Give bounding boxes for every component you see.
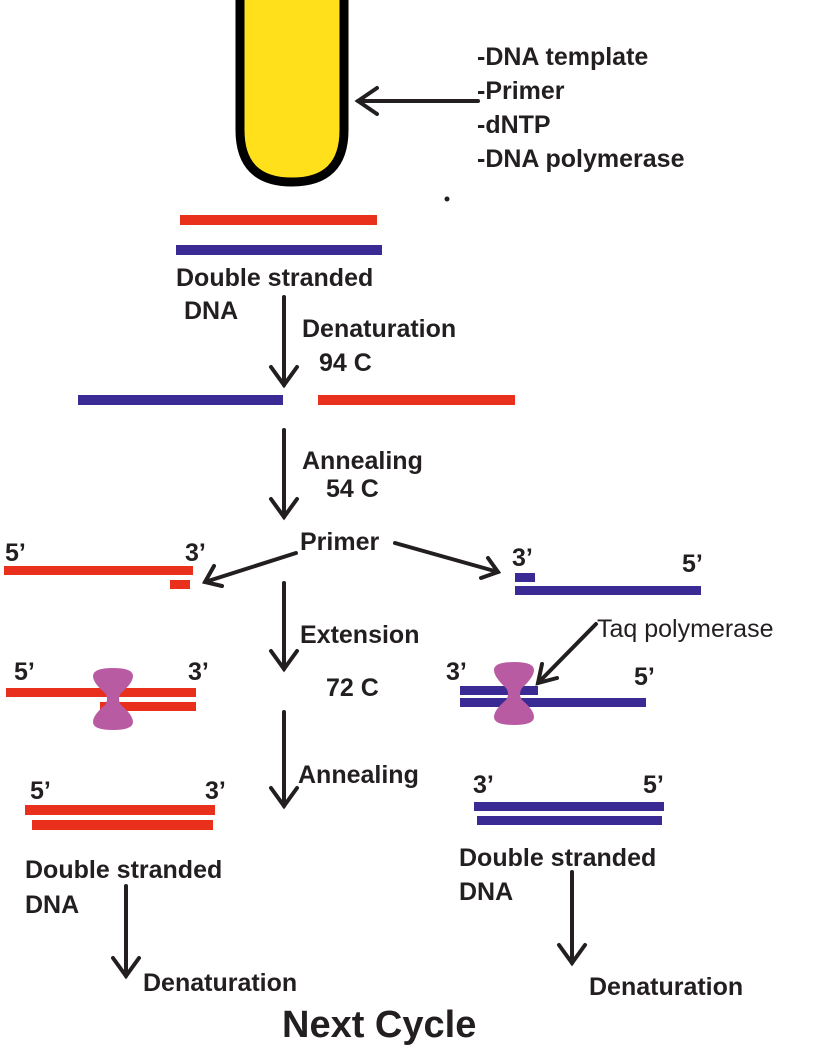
annealed-red-primer	[170, 580, 190, 589]
three-prime-label: 3’	[473, 771, 494, 799]
three-prime-label: 3’	[188, 658, 209, 686]
taq-polymerase-label: Taq polymerase	[597, 615, 774, 643]
double-stranded-left-label: Double stranded	[25, 856, 223, 884]
polymerase-left	[93, 668, 133, 730]
taq-arrow	[535, 622, 598, 686]
five-prime-label: 5’	[682, 550, 703, 578]
final-left-strand-a	[25, 805, 215, 815]
extension-label: Extension	[300, 621, 420, 649]
three-prime-label: 3’	[185, 539, 206, 567]
separated-blue-strand	[78, 395, 283, 405]
extension-left-template	[6, 688, 196, 697]
reagent-list: -DNA template -Primer -dNTP -DNA polymer…	[477, 40, 684, 176]
extension-arrow	[269, 581, 299, 673]
final-right-strand-b	[477, 816, 662, 825]
denaturation-right-arrow	[557, 870, 587, 967]
dna-left-label: DNA	[25, 891, 80, 919]
three-prime-label: 3’	[205, 777, 226, 805]
final-left-strand-b	[32, 820, 213, 830]
final-right-strand-a	[474, 802, 664, 811]
reagent-item: -dNTP	[477, 111, 551, 139]
annealed-blue-template	[515, 586, 701, 595]
five-prime-label: 5’	[643, 771, 664, 799]
annealing-label: Annealing	[302, 447, 423, 475]
reagent-item: -Primer	[477, 77, 565, 105]
extension-right-template	[460, 698, 646, 707]
denaturation-right-label: Denaturation	[589, 973, 744, 1001]
extension-right-new-strand	[460, 686, 538, 695]
next-cycle-title: Next Cycle	[282, 1004, 477, 1046]
denaturation-left-label: Denaturation	[143, 969, 298, 997]
denaturation-left-arrow	[111, 884, 141, 980]
three-prime-label: 3’	[512, 544, 533, 572]
five-prime-label: 5’	[5, 539, 26, 567]
separated-red-strand	[318, 395, 515, 405]
dna-label: DNA	[184, 297, 239, 325]
three-prime-label: 3’	[446, 658, 467, 686]
denaturation-arrow	[269, 295, 299, 389]
dna-right-label: DNA	[459, 878, 514, 906]
ds-dna-red-strand	[180, 215, 377, 225]
extension-temp-label: 72 C	[326, 674, 379, 702]
reagent-item: -DNA polymerase	[477, 145, 685, 173]
five-prime-label: 5’	[634, 663, 655, 691]
annealing-second-arrow	[269, 710, 299, 810]
stray-dot	[444, 196, 450, 202]
primer-arrow-right	[393, 541, 502, 580]
reagent-item: -DNA template	[477, 43, 649, 71]
denaturation-label: Denaturation	[302, 315, 457, 343]
denaturation-temp-label: 94 C	[319, 349, 372, 377]
primer-arrow-left	[201, 551, 298, 588]
pcr-tube	[235, 0, 349, 187]
annealed-red-template	[4, 566, 193, 575]
polymerase-right	[494, 662, 534, 725]
annealing-arrow	[269, 428, 299, 521]
double-stranded-label: Double stranded	[176, 264, 374, 292]
extension-left-new-strand	[100, 702, 196, 711]
five-prime-label: 5’	[30, 777, 51, 805]
five-prime-label: 5’	[14, 658, 35, 686]
annealing-temp-label: 54 C	[326, 475, 379, 503]
double-stranded-right-label: Double stranded	[459, 844, 657, 872]
ds-dna-blue-strand	[176, 245, 382, 255]
primer-label: Primer	[300, 528, 380, 556]
annealing-second-label: Annealing	[298, 761, 419, 789]
reagent-arrow	[354, 86, 480, 116]
annealed-blue-primer	[515, 573, 535, 582]
